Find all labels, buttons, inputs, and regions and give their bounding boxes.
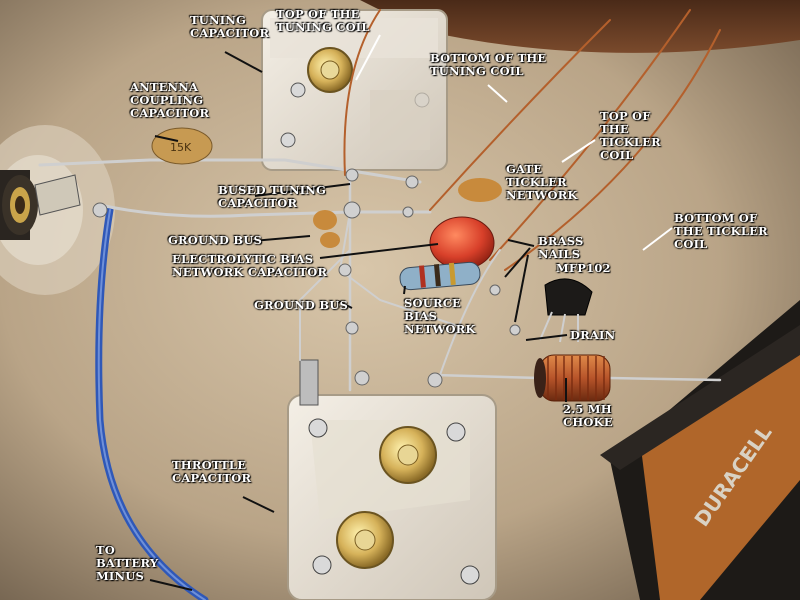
choke-inductor [534, 354, 611, 402]
antenna-coupling-capacitor: 15K [151, 127, 213, 165]
tuning-capacitor [261, 9, 448, 171]
throttle-capacitor [287, 359, 497, 600]
label-bused-tuning-capacitor: BUSED TUNING CAPACITOR [218, 183, 327, 210]
label-pointer-lines [149, 51, 568, 591]
label-brass-nails: BRASS NAILS [538, 234, 584, 261]
electrolytic-capacitor [429, 216, 495, 270]
label-ground-bus-lower: GROUND BUS [254, 298, 348, 312]
phone-jack-icon [0, 170, 81, 240]
label-pointer-lines-white [355, 34, 673, 251]
label-mfp102: MFP102 [556, 261, 611, 275]
coil-form-wood [360, 0, 800, 53]
label-bottom-of-tuning-coil: BOTTOM OF THE TUNING COIL [430, 51, 547, 78]
label-source-bias-network: SOURCE BIAS NETWORK [404, 296, 476, 336]
label-electrolytic-bias-network-capacitor: ELECTROLYTIC BIAS NETWORK CAPACITOR [172, 252, 328, 279]
label-bottom-of-tickler-coil: BOTTOM OF THE TICKLER COIL [674, 211, 768, 251]
label-to-battery-minus: TO BATTERY MINUS [96, 543, 159, 583]
battery: DURACELL [600, 300, 800, 600]
wiring [38, 9, 722, 600]
label-tuning-capacitor: TUNING CAPACITOR [190, 13, 270, 40]
capacitor-value-text: 15K [170, 141, 192, 154]
label-antenna-coupling-capacitor: ANTENNA COUPLING CAPACITOR [130, 80, 210, 120]
source-bias-resistor [399, 261, 481, 291]
label-gate-tickler-network: GATE TICKLER NETWORK [506, 162, 578, 202]
label-choke: 2.5 MH CHOKE [563, 402, 613, 429]
label-ground-bus-upper: GROUND BUS [168, 233, 262, 247]
label-throttle-capacitor: THROTTLE CAPACITOR [172, 458, 252, 485]
mfp102-transistor [539, 278, 593, 343]
label-top-of-tuning-coil: TOP OF THE TUNING COIL [276, 7, 370, 34]
label-top-of-tickler-coil: TOP OF THE TICKLER COIL [600, 109, 661, 162]
gate-disc-capacitor [458, 178, 502, 202]
solder-joints [92, 168, 521, 388]
label-drain: DRAIN [570, 328, 616, 342]
